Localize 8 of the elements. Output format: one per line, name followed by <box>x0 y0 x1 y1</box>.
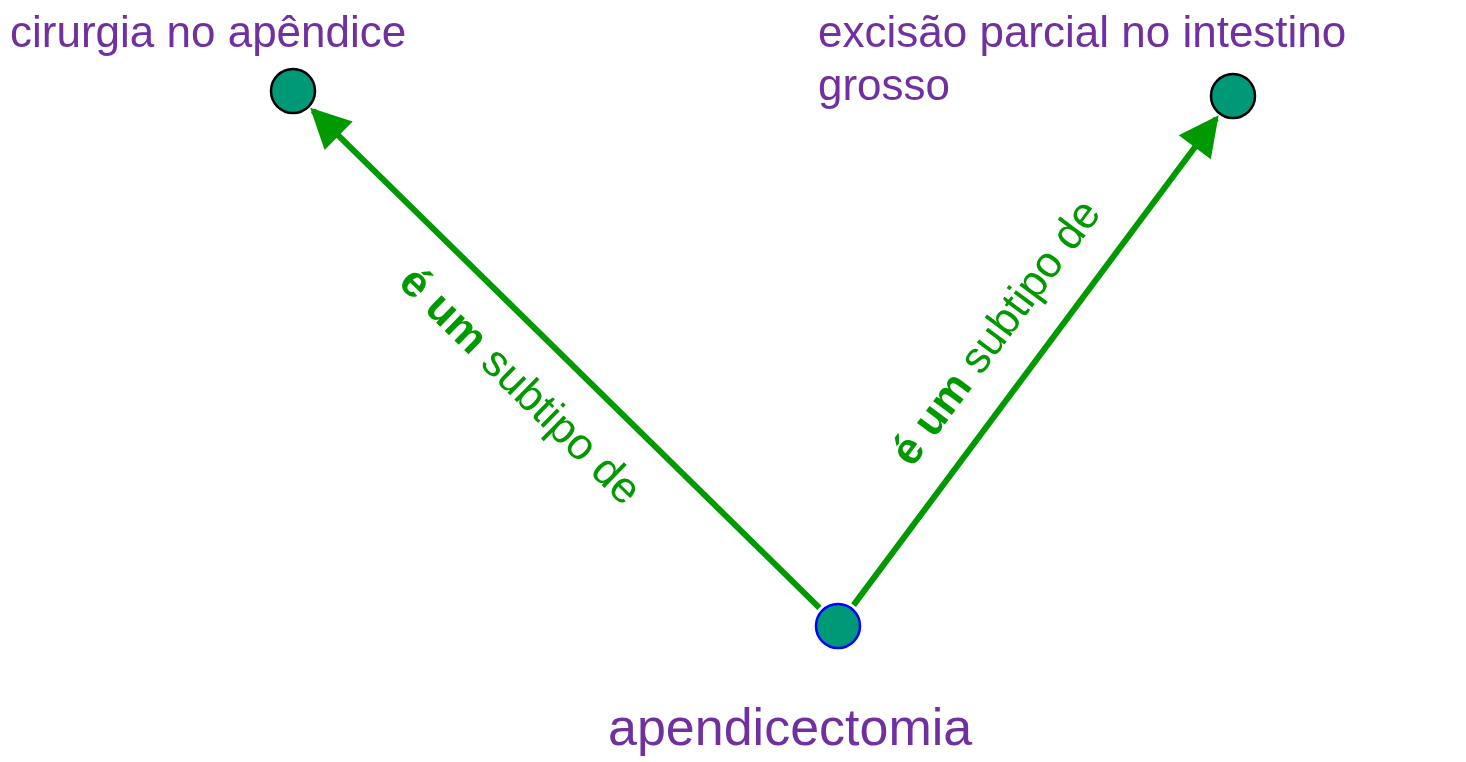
node-label: apendicectomia <box>608 697 973 758</box>
node-label: cirurgia no apêndice <box>10 6 407 58</box>
circle-node <box>269 67 317 115</box>
node-label: excisão parcial no intestino grosso <box>818 6 1348 111</box>
arrow <box>851 115 1219 607</box>
arrow <box>310 107 822 610</box>
circle-node <box>814 602 862 650</box>
circle-node <box>1209 72 1257 120</box>
